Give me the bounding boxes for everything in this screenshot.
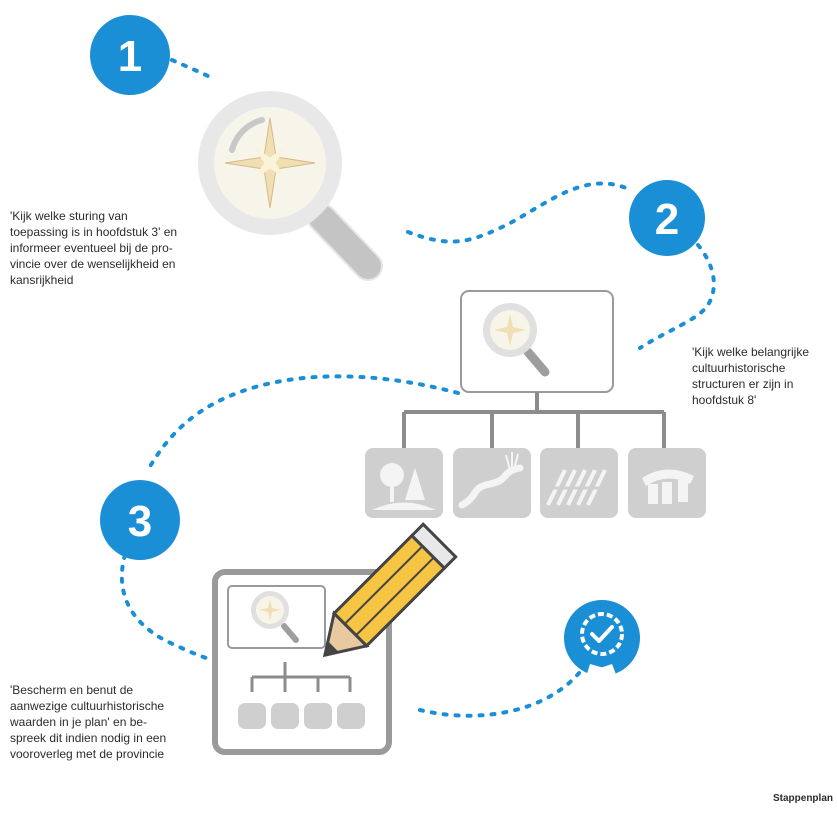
step-3-text: 'Bescherm en benut de aanwezige cultuurh… <box>10 683 167 761</box>
magnifier-compass-icon <box>251 591 299 643</box>
tree-landscape-icon <box>365 448 443 518</box>
river-landscape-icon <box>453 448 531 518</box>
magnifier-compass-icon <box>198 91 383 281</box>
step-1-number: 1 <box>118 32 142 81</box>
magnifier-compass-icon <box>483 303 550 377</box>
pencil-icon <box>322 522 458 658</box>
step-2-badge: 2 <box>629 180 705 256</box>
step-2-text: 'Kijk welke belangrijke cultuurhistorisc… <box>692 345 810 407</box>
step-3-badge: 3 <box>100 480 180 560</box>
step-1-badge: 1 <box>90 15 170 95</box>
step-1-text: 'Kijk welke sturing van toepassing is in… <box>10 209 178 287</box>
field-rows-icon <box>540 448 618 518</box>
step-3-number: 3 <box>128 497 152 546</box>
approval-badge-icon <box>564 600 640 694</box>
structure-panel <box>365 290 706 518</box>
dotted-path <box>119 58 716 718</box>
dolmen-icon <box>628 448 706 518</box>
step-2-number: 2 <box>655 195 679 244</box>
footer-label: Stappenplan <box>772 793 833 804</box>
